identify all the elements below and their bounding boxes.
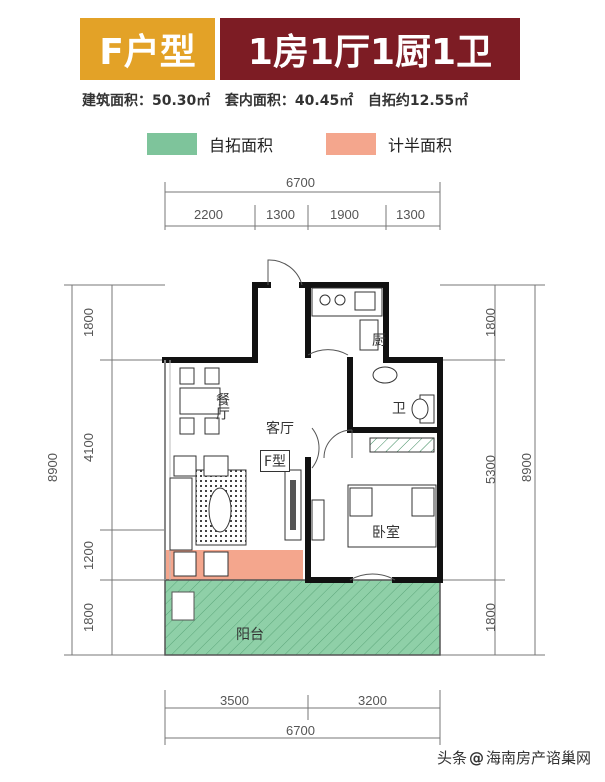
legend-half-swatch (326, 133, 376, 155)
room-balcony: 阳台 (236, 627, 264, 643)
dim-left-2: 4100 (80, 433, 96, 462)
room-living: 客厅 (266, 421, 294, 437)
room-bathroom: 卫 (392, 401, 406, 417)
type-mark: F型 (260, 450, 291, 472)
dim-top-total: 6700 (286, 175, 315, 190)
layout-badge: 1房1厅1厨1卫 (220, 18, 520, 80)
legend-extended-label: 自拓面积 (209, 136, 274, 155)
room-kitchen: 厨 (372, 333, 386, 349)
room-dining: 餐厅 (214, 392, 230, 420)
dim-top-4: 1300 (396, 207, 425, 222)
dim-left-1: 1800 (80, 308, 96, 337)
area-summary: 建筑面积：50.30㎡ 套内面积：40.45㎡ 自拓约12.55㎡ (82, 90, 542, 112)
legend-half-label: 计半面积 (388, 136, 453, 155)
room-bedroom: 卧室 (372, 525, 400, 541)
dim-left-total: 8900 (44, 453, 60, 482)
watermark-at: @ (468, 748, 484, 767)
watermark: 头条 @ 海南房产谘巢网 (437, 747, 591, 768)
left-dimensions (64, 284, 165, 656)
watermark-prefix: 头条 (436, 749, 467, 767)
watermark-account: 海南房产谘巢网 (485, 749, 591, 767)
top-dimensions (164, 182, 441, 230)
extended-area: 自拓约12.55㎡ (367, 93, 469, 109)
dim-left-4: 1800 (80, 603, 96, 632)
dim-right-1: 1800 (482, 308, 498, 337)
walls (162, 282, 443, 583)
dim-bottom-total: 6700 (286, 723, 315, 738)
dim-top-1: 2200 (194, 207, 223, 222)
unit-type-badge: F户型 (80, 18, 215, 80)
dim-left-3: 1200 (80, 541, 96, 570)
dim-bottom-1: 3500 (220, 693, 249, 708)
dim-right-total: 8900 (518, 453, 534, 482)
building-area: 建筑面积：50.30㎡ (82, 93, 211, 109)
inner-area: 套内面积：40.45㎡ (224, 93, 354, 109)
dim-top-2: 1300 (266, 207, 295, 222)
right-dimensions (440, 284, 545, 656)
legend-half: 计半面积 (326, 132, 452, 156)
dim-right-2: 5300 (482, 455, 498, 484)
legend-extended-swatch (147, 133, 197, 155)
dim-right-3: 1800 (482, 603, 498, 632)
dim-bottom-2: 3200 (358, 693, 387, 708)
dim-top-3: 1900 (330, 207, 359, 222)
bottom-dimensions (164, 690, 441, 745)
legend-extended: 自拓面积 (147, 132, 273, 156)
